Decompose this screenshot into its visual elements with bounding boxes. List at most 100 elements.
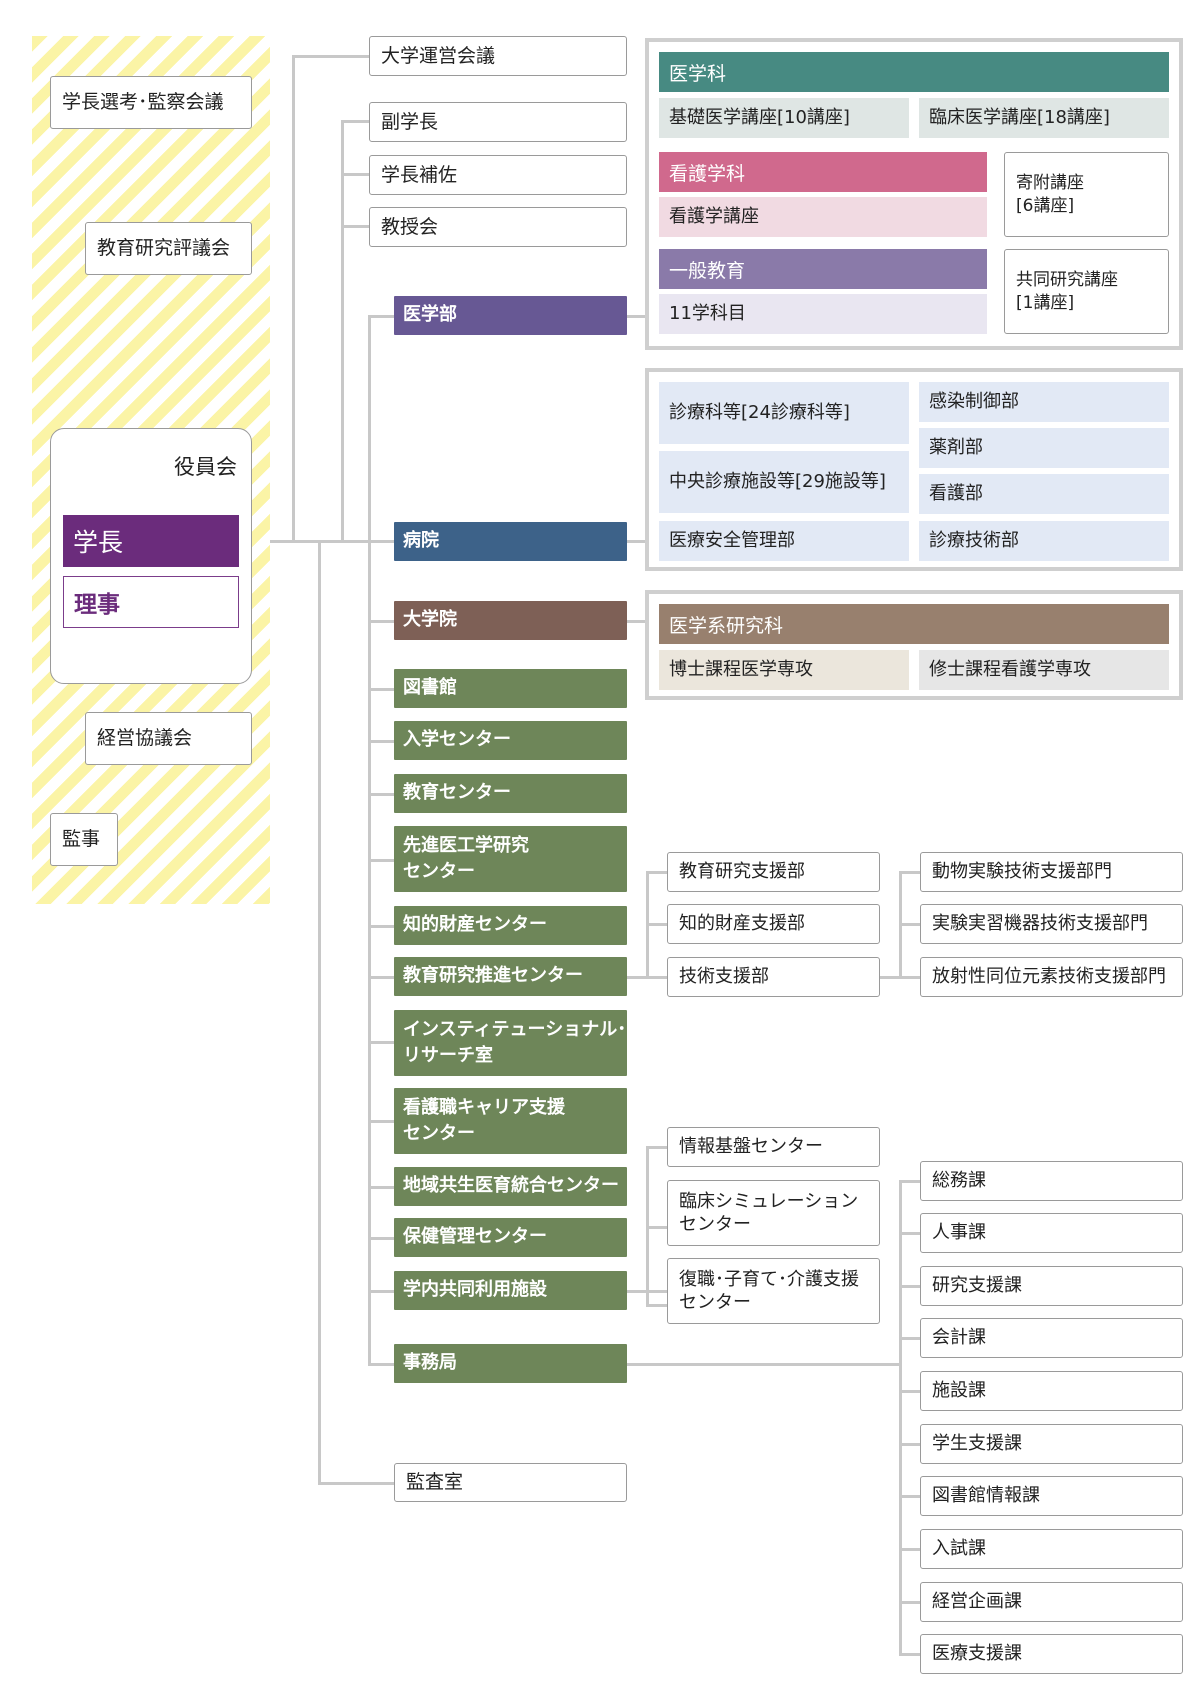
medical-technology-label: 診療技術部 [929, 530, 1019, 552]
clinical-departments: 診療科等[24診療科等] [659, 382, 909, 444]
animal-experiment-support-box: 動物実験技術支援部門 [920, 852, 1183, 892]
pharmacy-label: 薬剤部 [929, 437, 983, 459]
basic-medicine-label: 基礎医学講座[10講座] [669, 107, 850, 129]
graduate-school-header: 医学系研究科 [659, 604, 1169, 644]
education-research-council-label: 教育研究評議会 [97, 237, 231, 260]
return-line2: センター [679, 1292, 751, 1313]
university-council-box: 大学運営会議 [369, 36, 627, 76]
auditor-label: 監事 [62, 828, 101, 851]
nursing-dept: 看護部 [919, 474, 1169, 514]
section-facilities: 施設課 [920, 1371, 1183, 1411]
return-line1: 復職･子育て･介護支援 [679, 1268, 859, 1290]
equipment-support-label: 実験実習機器技術支援部門 [932, 913, 1148, 935]
secretariat-box: 事務局 [394, 1344, 627, 1383]
return-to-work-center-box: 復職･子育て･介護支援センター [667, 1258, 880, 1324]
ip-support-box: 知的財産支援部 [667, 904, 880, 944]
health-center-box: 保健管理センター [394, 1218, 627, 1257]
community-center-box: 地域共生医育統合センター [394, 1167, 627, 1206]
section-label: 施設課 [932, 1380, 986, 1402]
general-subjects: 11学科目 [659, 294, 987, 334]
medicine-dept-label: 医学科 [669, 62, 727, 85]
president-assistant-box: 学長補佐 [369, 155, 627, 195]
faculty-label: 医学部 [403, 304, 457, 326]
tech-support-label: 技術支援部 [679, 966, 769, 988]
advanced-center-line1: 先進医工学研究 [403, 834, 529, 856]
section-label: 医療支援課 [932, 1643, 1022, 1665]
clinical-medicine-courses: 臨床医学講座[18講座] [919, 98, 1169, 138]
section-label: 研究支援課 [932, 1275, 1022, 1297]
section-label: 図書館情報課 [932, 1485, 1040, 1507]
education-center-box: 教育センター [394, 774, 627, 813]
management-council-label: 経営協議会 [97, 727, 193, 750]
vice-president-box: 副学長 [369, 102, 627, 142]
graduate-box: 大学院 [394, 601, 627, 640]
nursing-career-center-box: 看護職キャリア支援センター [394, 1088, 627, 1154]
medicine-dept-header: 医学科 [659, 52, 1169, 92]
research-promotion-center-label: 教育研究推進センター [403, 965, 583, 987]
audit-office-label: 監査室 [406, 1471, 464, 1494]
doctoral-program: 博士課程医学専攻 [659, 650, 909, 690]
medical-safety: 医療安全管理部 [659, 521, 909, 561]
sim-line2: センター [679, 1214, 751, 1235]
advanced-medical-engineering-center-box: 先進医工学研究センター [394, 826, 627, 892]
section-label: 経営企画課 [932, 1591, 1022, 1613]
education-center-label: 教育センター [403, 782, 511, 804]
faculty-detail-frame: 医学科 基礎医学講座[10講座] 臨床医学講座[18講座] 看護学科 看護学講座… [645, 38, 1183, 350]
selection-council-label: 学長選考･監察会議 [62, 91, 224, 114]
section-label: 会計課 [932, 1327, 986, 1349]
graduate-label: 大学院 [403, 609, 457, 631]
edu-research-support-label: 教育研究支援部 [679, 861, 805, 883]
hospital-box: 病院 [394, 522, 627, 561]
ir-line2: リサーチ室 [403, 1045, 493, 1066]
ip-center-label: 知的財産センター [403, 914, 547, 936]
section-label: 入試課 [932, 1538, 986, 1560]
ip-support-label: 知的財産支援部 [679, 913, 805, 935]
shared-facilities-box: 学内共同利用施設 [394, 1271, 627, 1310]
university-council-label: 大学運営会議 [381, 44, 496, 67]
central-facilities: 中央診療施設等[29施設等] [659, 451, 909, 513]
joint-research-courses-box: 共同研究講座[1講座] [1004, 249, 1169, 334]
directors-label: 理事 [74, 592, 120, 618]
health-center-label: 保健管理センター [403, 1226, 547, 1248]
section-label: 総務課 [932, 1170, 986, 1192]
research-promotion-center-box: 教育研究推進センター [394, 957, 627, 996]
medical-safety-label: 医療安全管理部 [669, 530, 795, 552]
general-education-header: 一般教育 [659, 249, 987, 289]
infection-control: 感染制御部 [919, 382, 1169, 422]
endowed-courses-box: 寄附講座[6講座] [1004, 152, 1169, 237]
basic-medicine-courses: 基礎医学講座[10講座] [659, 98, 909, 138]
nursing-dept-label-h: 看護部 [929, 483, 983, 505]
secretariat-label: 事務局 [403, 1352, 457, 1374]
info-infrastructure-center-label: 情報基盤センター [679, 1136, 823, 1158]
section-library-info: 図書館情報課 [920, 1476, 1183, 1516]
pharmacy: 薬剤部 [919, 428, 1169, 468]
ip-center-box: 知的財産センター [394, 906, 627, 945]
clinical-departments-label: 診療科等[24診療科等] [669, 402, 850, 424]
advanced-center-line2: センター [403, 861, 475, 882]
clinical-medicine-label: 臨床医学講座[18講座] [929, 107, 1110, 129]
clinical-simulation-center-box: 臨床シミュレーションセンター [667, 1180, 880, 1246]
masters-program-label: 修士課程看護学専攻 [929, 659, 1091, 681]
section-accounting: 会計課 [920, 1318, 1183, 1358]
admission-center-label: 入学センター [403, 729, 511, 751]
section-label: 人事課 [932, 1222, 986, 1244]
faculty-box: 医学部 [394, 296, 627, 335]
faculty-meeting-box: 教授会 [369, 207, 627, 247]
joint-line1: 共同研究講座 [1016, 270, 1118, 291]
faculty-meeting-label: 教授会 [381, 215, 439, 238]
sim-line1: 臨床シミュレーション [679, 1190, 859, 1212]
admission-center-box: 入学センター [394, 721, 627, 760]
nursing-dept-header: 看護学科 [659, 152, 987, 192]
graduate-school-label: 医学系研究科 [669, 614, 784, 637]
auditor-box: 監事 [50, 813, 118, 866]
selection-council-box: 学長選考･監察会議 [50, 76, 252, 129]
graduate-detail-frame: 医学系研究科 博士課程医学専攻 修士課程看護学専攻 [645, 590, 1183, 700]
infection-control-label: 感染制御部 [929, 391, 1019, 413]
career-line1: 看護職キャリア支援 [403, 1096, 565, 1118]
masters-program: 修士課程看護学専攻 [919, 650, 1169, 690]
education-research-council-box: 教育研究評議会 [85, 222, 252, 275]
section-student-support: 学生支援課 [920, 1424, 1183, 1464]
general-subjects-label: 11学科目 [669, 303, 746, 325]
radioisotope-support-label: 放射性同位元素技術支援部門 [932, 966, 1166, 988]
tech-support-box: 技術支援部 [667, 957, 880, 997]
